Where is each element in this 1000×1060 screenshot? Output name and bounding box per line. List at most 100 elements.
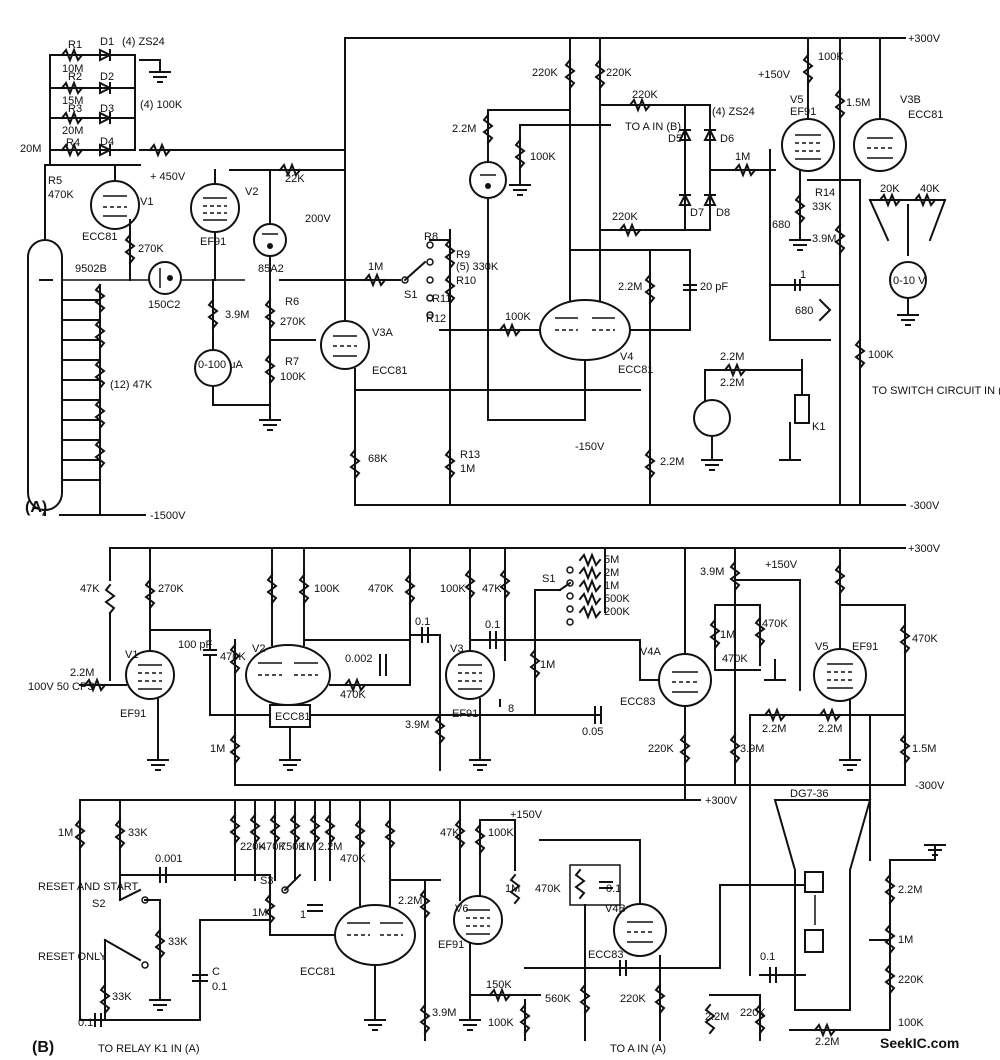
component-label: (4) ZS24 [122, 36, 165, 48]
selector-s1-b [534, 547, 606, 626]
tube-ecc81-b [334, 799, 441, 1041]
tube-v2-a [190, 169, 240, 281]
component-label: 2.2M [705, 1011, 729, 1023]
diode-d3-icon [99, 111, 113, 125]
component-label: 2.2M [762, 723, 786, 735]
component-label: 3.9M [700, 566, 724, 578]
component-label: 1M [720, 629, 735, 641]
tube-label: V2 [245, 186, 258, 198]
component-label: 1M [735, 151, 750, 163]
component-label: D3 [100, 103, 114, 115]
tube-label: V5 [790, 94, 803, 106]
component-label: 2.2M [452, 123, 476, 135]
component-label: D5 [668, 133, 682, 145]
tube-v5-a [781, 37, 846, 506]
component-label: S1 [404, 289, 417, 301]
component-label: R6 [285, 296, 299, 308]
tube-label: 150C2 [148, 299, 180, 311]
component-label: 3.9M [225, 309, 249, 321]
rail-label: +300V [908, 33, 941, 45]
component-label: 220K [898, 974, 924, 986]
rails-a [59, 37, 906, 516]
component-label: 2M [604, 567, 619, 579]
component-label: 15M [62, 95, 83, 107]
component-label: S2 [92, 898, 105, 910]
component-label: R9 [456, 249, 470, 261]
component-label: 0.002 [345, 653, 373, 665]
tube-v1-b [79, 547, 601, 771]
component-label: 100V 50 CPS [28, 681, 95, 693]
component-label: 2.2M [720, 351, 744, 363]
component-label: 750K [280, 841, 306, 853]
component-label: 470K [535, 883, 561, 895]
component-label: 2.2M [818, 723, 842, 735]
pot-cluster-b [709, 547, 801, 786]
component-label: 8 [508, 703, 514, 715]
component-label: 220K [620, 993, 646, 1005]
rail-label: -150V [575, 441, 605, 453]
tube-label: V1 [125, 649, 138, 661]
component-label: R1 [68, 39, 82, 51]
component-label: 220K [740, 1007, 766, 1019]
component-label: 2.2M [618, 281, 642, 293]
tube-v4a-b [594, 547, 712, 801]
component-label: 3.9M [405, 719, 429, 731]
component-label: 470K [340, 689, 366, 701]
component-label: 100K [818, 51, 844, 63]
component-label: 100 pF [178, 639, 213, 651]
component-label: R7 [285, 356, 299, 368]
component-label: R10 [456, 275, 476, 287]
component-label: (5) 330K [456, 261, 499, 273]
diode-d6-icon [703, 127, 717, 141]
tube-label: ECC81 [372, 365, 407, 377]
component-label: 270K [158, 583, 184, 595]
component-label: 1.5M [912, 743, 936, 755]
tube-label: V3 [450, 643, 463, 655]
section-label-b: (B) [32, 1039, 54, 1056]
component-label: RESET AND START [38, 881, 139, 893]
component-label: 1M [210, 743, 225, 755]
component-label: 2.2M [318, 841, 342, 853]
tube-v1-a [44, 164, 141, 230]
component-label: 560K [545, 993, 571, 1005]
tube-label: ECC81 [275, 711, 310, 723]
component-label: 68K [368, 453, 388, 465]
component-label: 2.2M [898, 884, 922, 896]
component-label: 0.05 [582, 726, 603, 738]
section-label-a: (A) [25, 499, 47, 516]
tube-85a2 [229, 162, 346, 281]
component-label: 33K [128, 827, 148, 839]
component-label: 220K [532, 67, 558, 79]
component-label: 0.1 [212, 981, 227, 993]
component-label: 470K [340, 853, 366, 865]
component-label: RESET ONLY [38, 951, 107, 963]
diode-d7-icon [678, 192, 692, 206]
rail-label: +150V [758, 69, 791, 81]
component-label: 270K [138, 243, 164, 255]
component-label: 3.9M [812, 233, 836, 245]
component-label: 0.001 [155, 853, 183, 865]
component-label: 47K [440, 827, 460, 839]
relay-k1 [644, 149, 866, 506]
meter-0-10v [868, 192, 947, 326]
labels-a: R1 10M D1 (4) ZS24 R2 15M D2 R3 20M D3 (… [20, 36, 1000, 475]
tube-v6-b [453, 799, 541, 1041]
component-label: 47K [482, 583, 502, 595]
component-label: 100K [314, 583, 340, 595]
component-label: 2.2M [398, 895, 422, 907]
component-label: R12 [426, 313, 446, 325]
component-label: TO A IN (A) [610, 1043, 666, 1055]
component-label: 2.2M [70, 667, 94, 679]
selector-s3 [229, 799, 346, 936]
tube-label: 9502B [75, 263, 107, 275]
photomultiplier-tube [27, 164, 245, 516]
component-label: 470K [912, 633, 938, 645]
tube-label: V1 [140, 196, 153, 208]
component-label: 100K [868, 349, 894, 361]
component-label: 100K [488, 827, 514, 839]
component-label: 1M [368, 261, 383, 273]
tube-label: DG7-36 [790, 788, 829, 800]
tube-label: EF91 [452, 708, 478, 720]
component-label: 1 [300, 909, 306, 921]
tube-v3-b [434, 547, 641, 771]
